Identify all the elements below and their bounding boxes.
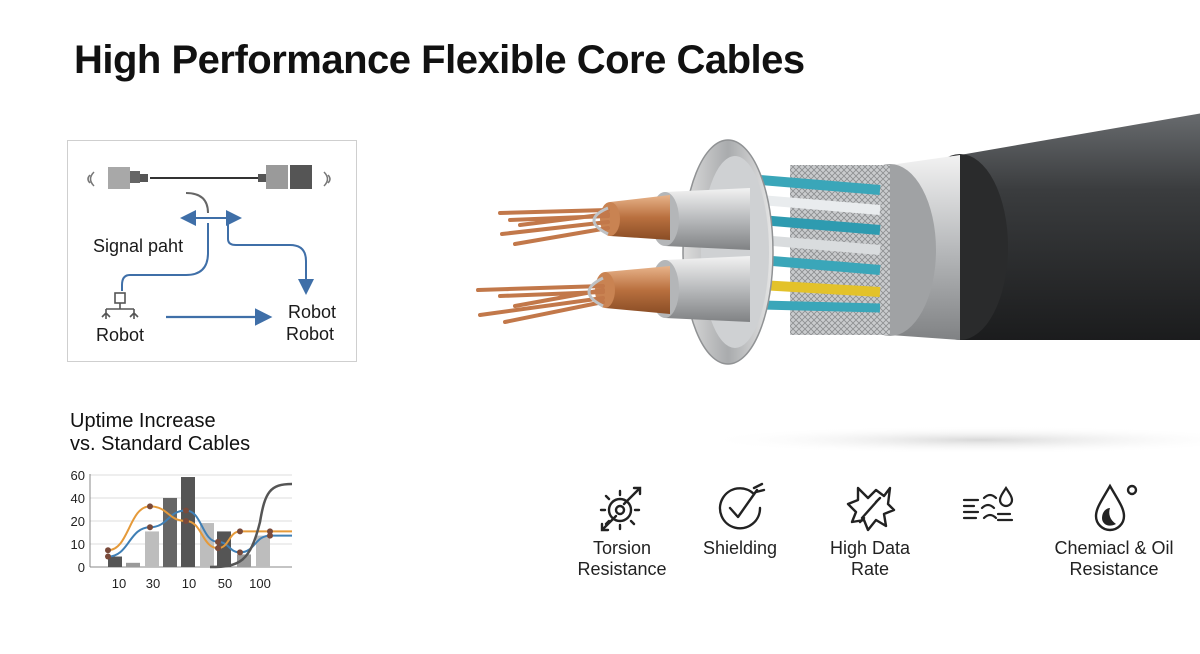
- data-rate-icon: [846, 486, 896, 532]
- chart-title-line-2: vs. Standard Cables: [70, 433, 251, 455]
- y-tick-label: 0: [78, 560, 85, 575]
- feature-torsion-resistance: Torsion Resistance: [537, 478, 707, 580]
- feature-torsion-label: Torsion Resistance: [577, 538, 667, 579]
- robot-left-label: Robot: [96, 325, 145, 345]
- feature-shielding-label: Shielding: [702, 538, 778, 558]
- cable-illustration: [476, 113, 1200, 454]
- left-connector-icon: [87, 167, 148, 189]
- robot-right-label-2: Robot: [286, 324, 335, 344]
- chart-title: Uptime Increase vs. Standard Cables: [70, 410, 250, 456]
- chart-bar: [145, 531, 159, 567]
- oil-drop-icon: [1094, 483, 1138, 532]
- orange-series-line-point: [237, 528, 243, 535]
- chart-bar: [108, 556, 122, 567]
- x-tick-label: 30: [146, 576, 160, 591]
- chart-title-line-1: Uptime Increase: [70, 410, 216, 432]
- shield-check-icon: [718, 482, 766, 530]
- signal-path-svg: [87, 165, 331, 326]
- cable-bend: [185, 192, 209, 214]
- feature-data-rate-label: High Data Rate: [829, 538, 911, 579]
- x-tick-label: 100: [249, 576, 271, 591]
- feature-high-data-rate: High Data Rate: [785, 478, 955, 580]
- orange-series-line-point: [183, 517, 189, 524]
- y-tick-label: 60: [71, 468, 85, 483]
- x-tick-label: 10: [182, 576, 196, 591]
- gray-series-line: [209, 482, 293, 569]
- lower-copper-core: [476, 256, 750, 324]
- chart-bar: [200, 523, 214, 567]
- chart-bar: [126, 562, 140, 567]
- x-tick-label: 50: [218, 576, 232, 591]
- chart-bar: [256, 535, 270, 567]
- blue-series-line-point: [147, 524, 153, 531]
- feature-chemical-oil-resistance: Chemiacl & Oil Resistance: [1029, 478, 1199, 580]
- path-to-right-robot: [227, 223, 314, 295]
- blue-series-line-point: [267, 532, 273, 539]
- y-tick-label: 40: [71, 491, 85, 506]
- chart-bar: [237, 554, 251, 567]
- blue-series-line-point: [183, 507, 189, 514]
- feature-chemical-label: Chemiacl & Oil Resistance: [1054, 538, 1174, 579]
- orange-series-line-point: [215, 545, 221, 552]
- blue-series-line-point: [237, 549, 243, 556]
- upper-copper-core: [498, 188, 750, 250]
- orange-series-line-point: [147, 503, 153, 510]
- chart-bar: [163, 497, 177, 567]
- page-title: High Performance Flexible Core Cables: [74, 38, 805, 82]
- feature-shielding: Shielding: [655, 478, 825, 559]
- robot-icon: [101, 292, 139, 319]
- orange-series-line-point: [105, 547, 111, 554]
- y-tick-label: 20: [71, 514, 85, 529]
- blue-series-line: [107, 509, 292, 558]
- y-tick-label: 10: [71, 537, 85, 552]
- right-connector-icon: [258, 165, 331, 189]
- orange-series-line: [107, 505, 292, 552]
- blue-series-line-point: [215, 538, 221, 545]
- torsion-icon: [599, 486, 642, 532]
- path-to-left-robot: [121, 223, 209, 291]
- inner-conductors: [759, 175, 881, 313]
- uptime-chart: 0 10 20 40 60 10 30 10 50 100: [71, 468, 293, 591]
- orange-series-line-point: [267, 528, 273, 535]
- x-tick-label: 10: [112, 576, 126, 591]
- interference-icon: [962, 486, 1014, 522]
- signal-path-diagram: Signal paht Robot Robot Robot: [67, 140, 357, 362]
- robot-right-label-1: Robot: [288, 302, 337, 322]
- blue-series-line-point: [105, 553, 111, 560]
- signal-path-label: Signal paht: [93, 236, 184, 256]
- cable-shadow: [700, 426, 1200, 454]
- feature-interference: [903, 478, 1073, 538]
- cable-jacket: [960, 113, 1200, 340]
